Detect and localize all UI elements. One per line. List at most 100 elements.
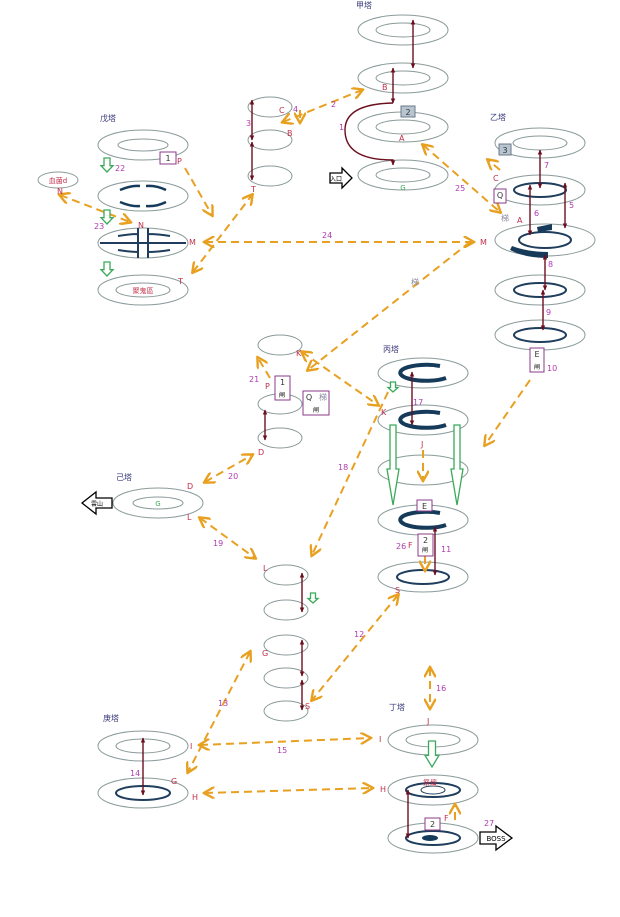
labels: 231122QQEE闸闸闸闸梯梯梯甲塔乙塔丙塔丁塔戊塔己塔庚塔入口雲山血菌d聚鬼… xyxy=(49,0,574,843)
floor-inner-ring xyxy=(375,167,431,183)
exit-arrow-icon xyxy=(80,490,113,516)
route-number: 22 xyxy=(115,164,125,173)
floor-inner-ring xyxy=(512,135,568,151)
dashed-route-arrow xyxy=(302,352,378,405)
floor-ring xyxy=(37,171,79,189)
tower-title: 庚塔 xyxy=(103,713,119,723)
thick-ring xyxy=(398,409,447,430)
floor-ring xyxy=(494,274,586,306)
point-label-c: C xyxy=(493,174,499,183)
label-entrance: 入口 xyxy=(330,176,342,183)
numbered-box xyxy=(274,375,291,401)
tower-title: 己塔 xyxy=(116,472,132,482)
boss-spot xyxy=(422,835,438,841)
routes xyxy=(60,19,568,839)
dashed-route-arrow xyxy=(205,455,252,482)
route-number: 14 xyxy=(130,769,140,778)
point-label-c: C xyxy=(279,106,285,115)
point-label-d: D xyxy=(187,482,193,491)
label-save-mark: G xyxy=(400,184,405,192)
damaged-floor xyxy=(510,246,548,258)
floor-ring xyxy=(257,427,303,449)
floor-ring xyxy=(112,487,204,519)
drop-arrow-icon xyxy=(99,261,115,277)
route-number: 17 xyxy=(413,398,423,407)
route-number: 12 xyxy=(354,630,364,639)
dashed-route-arrow xyxy=(184,167,212,215)
route-number: 18 xyxy=(338,463,348,472)
point-label-t: T xyxy=(250,185,256,194)
gate-icon: 闸 xyxy=(313,406,319,414)
point-label-h: H xyxy=(380,785,386,794)
floor-ring xyxy=(357,14,449,46)
point-label-d: D xyxy=(258,448,264,457)
point-label-t: T xyxy=(177,277,183,286)
label-boss: BOSS xyxy=(486,835,506,843)
point-label-a: A xyxy=(517,216,523,225)
route-number: 13 xyxy=(218,699,228,708)
label-exit: 雲山 xyxy=(91,500,103,508)
dashed-route-arrow xyxy=(312,391,389,555)
numbered-box xyxy=(529,347,545,373)
point-label-f: F xyxy=(444,814,449,823)
point-label-i: I xyxy=(379,735,381,744)
route-number: 15 xyxy=(277,746,287,755)
floor-ring xyxy=(263,667,309,689)
tower-floors xyxy=(37,14,596,854)
floor-ring xyxy=(97,180,189,212)
route-number: 8 xyxy=(548,260,553,269)
floor-ring xyxy=(263,564,309,586)
dashed-route-arrow xyxy=(485,379,531,445)
dashed-route-arrow xyxy=(308,241,471,370)
floor-inner-ring xyxy=(117,138,169,152)
dashed-route-arrow xyxy=(200,738,370,745)
point-label-l: L xyxy=(263,564,268,573)
point-label-f: F xyxy=(408,541,413,550)
box-label: E xyxy=(534,350,539,359)
route-number: 7 xyxy=(544,161,549,170)
point-label-a: A xyxy=(399,134,405,143)
entrance-arrow-icon xyxy=(329,166,353,190)
numbered-box xyxy=(498,143,512,156)
cross-ring xyxy=(100,228,186,258)
point-label-s: S xyxy=(305,702,310,711)
thick-ring xyxy=(398,509,447,530)
box-label: 1 xyxy=(280,378,285,387)
drop-arrow-icon xyxy=(450,424,464,506)
thick-ring xyxy=(398,362,447,383)
dashed-route-arrow xyxy=(188,652,250,772)
ladder-icon: 梯 xyxy=(411,277,419,287)
ladder-icon: 梯 xyxy=(319,392,327,402)
broken-ring xyxy=(119,184,167,208)
drop-arrow-icon xyxy=(99,209,115,225)
point-label-k: K xyxy=(296,349,302,358)
floor-ring xyxy=(263,700,309,722)
point-label-m: M xyxy=(480,238,487,247)
route-number: 6 xyxy=(534,209,539,218)
floor-ring xyxy=(97,129,189,161)
point-label-g: G xyxy=(262,649,268,658)
floor-inner-ring xyxy=(375,70,431,86)
dashed-route-arrow xyxy=(423,145,500,212)
point-label-i: I xyxy=(190,742,192,751)
box-label: Q xyxy=(306,393,312,402)
route-number: 23 xyxy=(94,222,104,231)
point-label-p: P xyxy=(265,382,270,391)
route-number: 19 xyxy=(213,539,223,548)
tower-title: 戊塔 xyxy=(100,113,116,123)
dashed-route-arrow xyxy=(200,518,255,558)
numbered-box xyxy=(302,390,330,416)
floor-ring xyxy=(247,165,293,187)
floor-ring xyxy=(97,227,189,259)
dashed-route-arrow xyxy=(205,788,372,793)
floor-ring xyxy=(387,774,479,806)
route-number: 4 xyxy=(293,105,298,114)
floor-ring xyxy=(357,62,449,94)
box-label: 2 xyxy=(430,820,435,829)
route-number: 10 xyxy=(547,364,557,373)
drop-arrow-icon xyxy=(423,740,441,769)
floor-inner-ring xyxy=(396,569,450,585)
gate-icon: 闸 xyxy=(534,363,540,371)
point-label-j: J xyxy=(426,717,429,726)
